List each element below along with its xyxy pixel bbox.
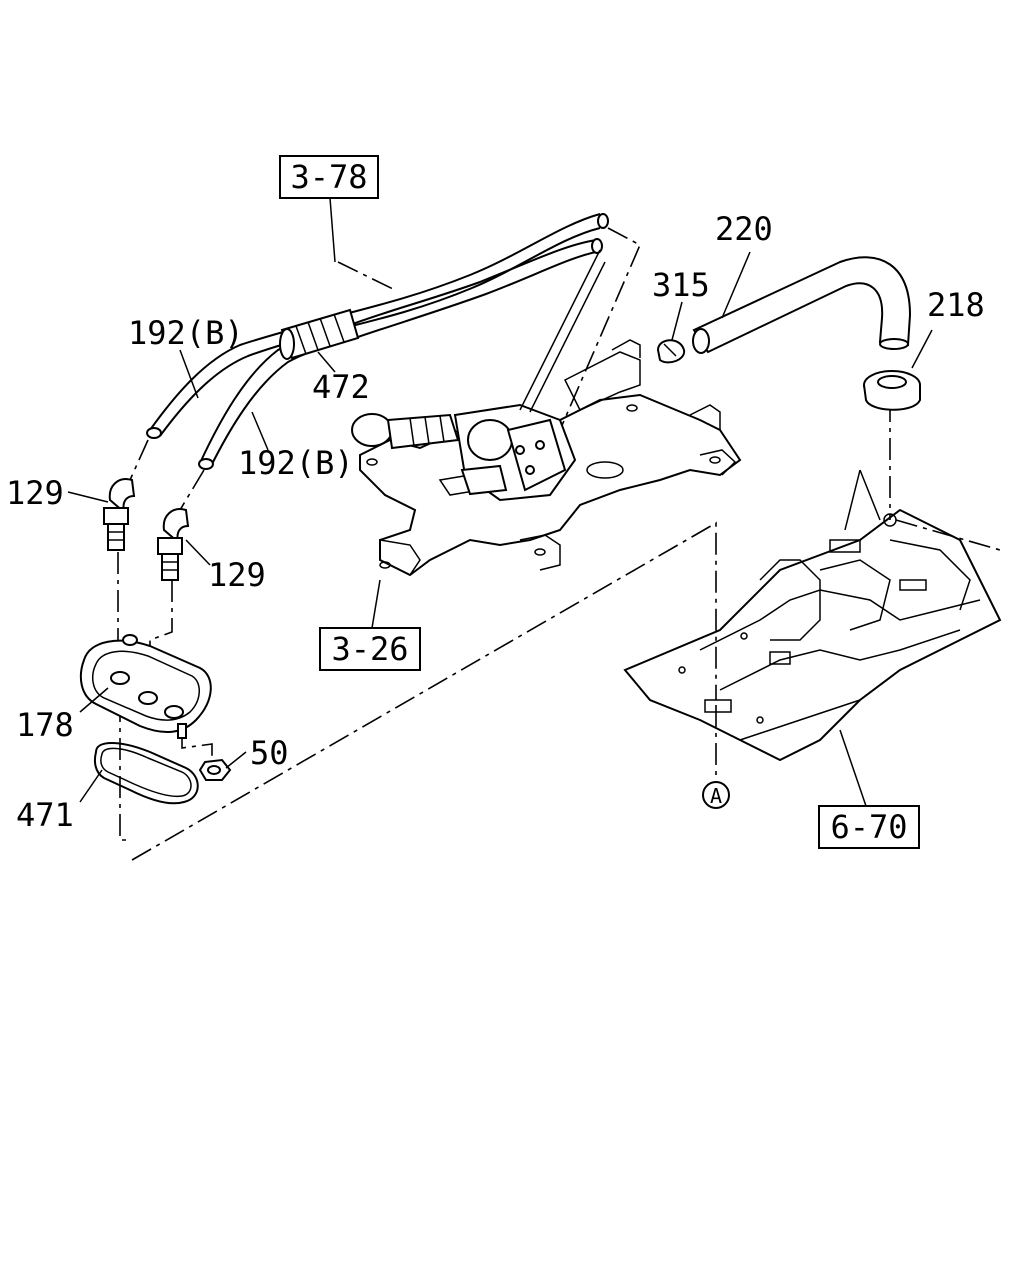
valve-assembly: [351, 249, 606, 502]
callout-192b-upper: 192(B): [128, 314, 244, 352]
ref-box-6-70[interactable]: 6-70: [818, 805, 920, 849]
callout-50: 50: [250, 734, 289, 772]
fitting-129-right: [157, 508, 190, 581]
marker-a: A: [702, 781, 730, 809]
fitting-129-left: [103, 478, 136, 551]
callout-315: 315: [652, 266, 710, 304]
ref-box-3-26[interactable]: 3-26: [319, 627, 421, 671]
callout-472: 472: [312, 368, 370, 406]
marker-a-label: A: [710, 784, 722, 808]
clamp-315: [656, 339, 686, 364]
callout-129-right: 129: [208, 556, 266, 594]
leader-lines: [67, 197, 933, 807]
sleeve-472: [279, 308, 360, 360]
callout-218: 218: [927, 286, 985, 324]
nut-50: [198, 758, 232, 781]
callout-220: 220: [715, 210, 773, 248]
hose-192b-assembly: [146, 213, 609, 470]
plate-178: [79, 634, 212, 739]
hose-220: [692, 256, 912, 354]
callout-192b-lower: 192(B): [238, 444, 354, 482]
ref-label-3-26: 3-26: [331, 630, 408, 668]
floor-panel-6-70: [623, 469, 1002, 762]
callout-129-left: 129: [6, 474, 64, 512]
grommet-218: [863, 370, 921, 411]
callout-471: 471: [16, 796, 74, 834]
ref-box-3-78[interactable]: 3-78: [279, 155, 379, 199]
callout-178: 178: [16, 706, 74, 744]
ref-label-6-70: 6-70: [830, 808, 907, 846]
gasket-471: [94, 742, 199, 805]
ref-label-3-78: 3-78: [290, 158, 367, 196]
